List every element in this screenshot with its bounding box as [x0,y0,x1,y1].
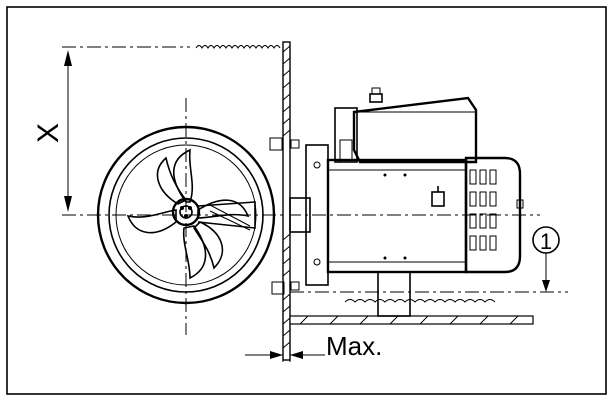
x-dimension-label: X [32,123,65,143]
drawing-frame [6,6,607,395]
max-dimension: Max. [245,325,382,362]
hull-wall-icon [282,41,291,361]
callout-1: 1 [532,226,560,292]
mounting-deck [289,315,534,325]
max-dimension-label: Max. [326,331,382,361]
mounting-flange [269,137,329,295]
x-dimension: X [32,50,72,212]
callout-number: 1 [540,229,552,254]
water-surface-icon [195,45,281,49]
electric-motor-icon [326,87,524,317]
bilge-water-line [344,299,496,303]
thruster-propeller-icon [96,125,276,305]
